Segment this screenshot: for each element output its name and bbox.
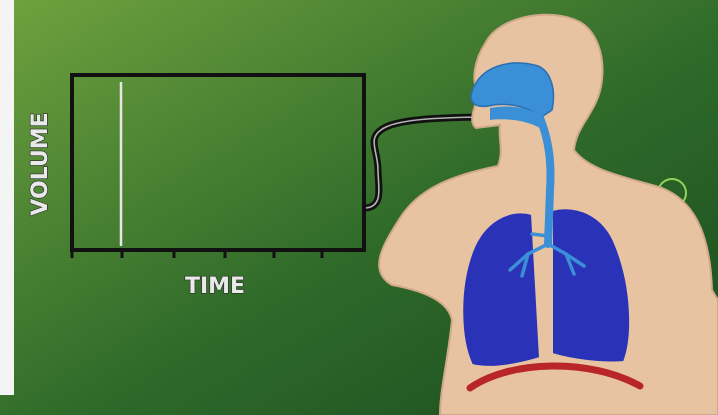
bronchus-upper-left (532, 234, 548, 236)
y-axis-label: VOLUME (28, 112, 53, 215)
x-axis-label: TIME (185, 274, 245, 299)
left-white-panel (0, 0, 14, 395)
